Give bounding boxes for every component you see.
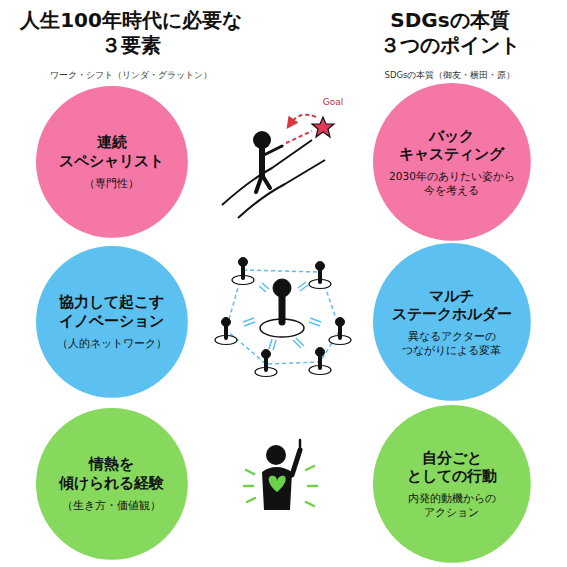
pink-circle: バック キャスティング 2030年のありたい姿から 今を考える bbox=[373, 83, 531, 241]
small-figure bbox=[309, 348, 331, 375]
small-figure bbox=[232, 258, 254, 285]
green-circle: 情熱を 傾けられる経験 （生き方・価値観） bbox=[36, 408, 188, 560]
circle-shape bbox=[373, 83, 531, 241]
blue-circle: マルチ ステークホルダー異なるアクターの つながりによる変革 bbox=[373, 243, 531, 401]
circle-shape bbox=[373, 243, 531, 401]
column-title: 人生100年時代に必要な ３要素 bbox=[6, 8, 256, 58]
circle-heading: 連続 スペシャリスト bbox=[46, 133, 178, 171]
column-subtitle: ワーク・シフト（リンダ・グラットン） bbox=[6, 70, 256, 80]
column-title: SDGsの本質 ３つのポイント bbox=[335, 8, 565, 58]
small-figure bbox=[309, 262, 331, 289]
blue-circle: 協力して起こす イノベーション （人的ネットワーク） bbox=[36, 246, 188, 398]
circle-heading: マルチ ステークホルダー bbox=[386, 287, 518, 325]
circle-heading: バック キャスティング bbox=[386, 127, 518, 165]
circle-shape bbox=[373, 405, 531, 563]
circle-heading: 自分ごと としての行動 bbox=[386, 449, 518, 487]
circle-shape bbox=[36, 246, 188, 398]
circle-shape bbox=[36, 408, 188, 560]
pink-circle: 連続 スペシャリスト （専門性） bbox=[36, 86, 188, 238]
circle-heading: 情熱を 傾けられる経験 bbox=[46, 455, 178, 493]
circle-note: 異なるアクターの つながりによる変革 bbox=[386, 330, 518, 357]
column-subtitle: SDGsの本質（御友・横田・原） bbox=[335, 70, 565, 80]
circle-note: （生き方・価値観） bbox=[62, 499, 161, 513]
passion-illustration bbox=[244, 440, 317, 510]
circle-note: （専門性） bbox=[84, 177, 139, 191]
climber-illustration bbox=[222, 115, 334, 218]
network-illustration bbox=[215, 258, 351, 377]
circle-note: 2030年のありたい姿から 今を考える bbox=[386, 170, 518, 197]
circle-shape bbox=[36, 86, 188, 238]
small-figure bbox=[215, 318, 237, 345]
small-figure bbox=[255, 350, 277, 377]
circle-note: 内発的動機からの アクション bbox=[386, 492, 518, 519]
circle-heading: 協力して起こす イノベーション bbox=[46, 293, 178, 331]
green-circle: 自分ごと としての行動内発的動機からの アクション bbox=[373, 405, 531, 563]
goal-label: Goal bbox=[318, 98, 348, 107]
circle-note: （人的ネットワーク） bbox=[57, 337, 167, 351]
small-figure bbox=[329, 318, 351, 345]
